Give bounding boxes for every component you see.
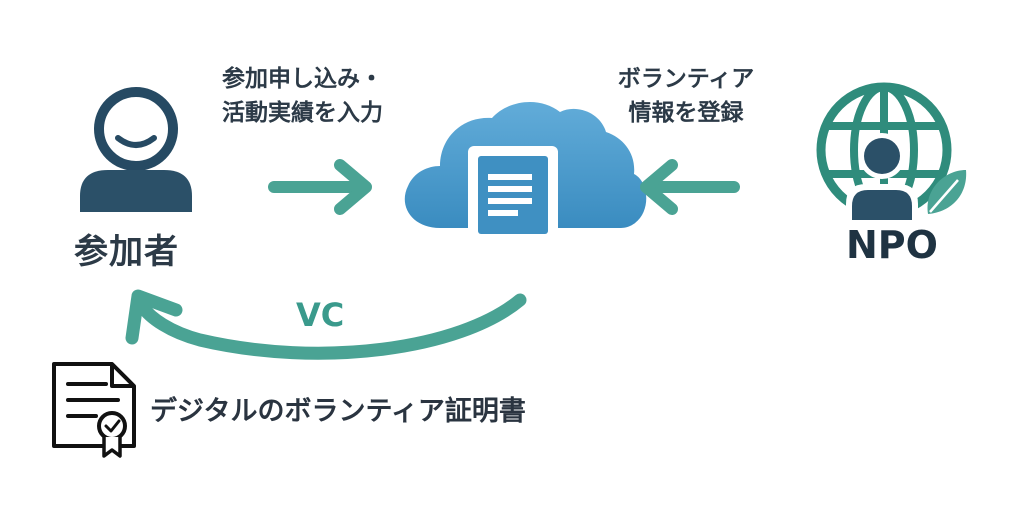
edge-label-participant-to-platform: 参加申し込み・ 活動実績を入力: [222, 62, 383, 130]
node-label-participant: 参加者: [74, 232, 179, 272]
edge-label-line: ボランティア: [617, 66, 755, 92]
node-label-npo: NPO: [846, 223, 938, 267]
edge-label-vc: VC: [296, 296, 345, 334]
globe-person-leaf-icon: [816, 82, 967, 220]
edge-label-line: 情報を登録: [628, 100, 744, 126]
edge-label-line: 参加申し込み・: [222, 66, 383, 92]
node-label-certificate: デジタルのボランティア証明書: [150, 396, 526, 427]
arrow-npo-to-platform: [640, 159, 740, 215]
certificate-document-icon: [52, 362, 136, 458]
arrow-participant-to-platform: [268, 159, 372, 215]
person-icon: [80, 87, 192, 212]
cloud-document-icon: [404, 101, 647, 244]
edge-label-line: 活動実績を入力: [222, 100, 383, 126]
edge-label-npo-to-platform: ボランティア 情報を登録: [596, 62, 776, 130]
arrow-platform-to-participant: [125, 289, 527, 360]
